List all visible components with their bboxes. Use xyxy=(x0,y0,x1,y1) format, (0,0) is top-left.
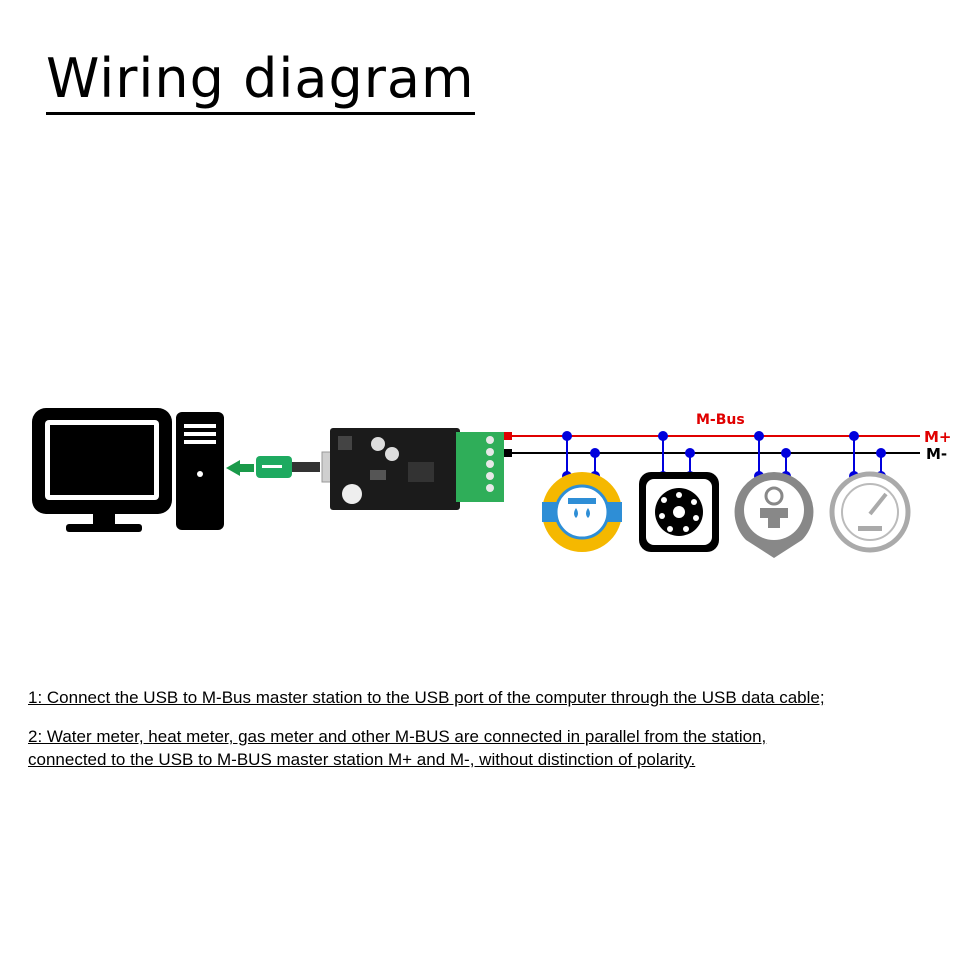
note-2: 2: Water meter, heat meter, gas meter an… xyxy=(28,727,767,746)
bus-title: M-Bus xyxy=(696,412,745,428)
m-minus-label: M- xyxy=(926,445,947,463)
note-3: connected to the USB to M-BUS master sta… xyxy=(28,750,696,769)
computer-icon xyxy=(32,408,224,532)
usb-mbus-module xyxy=(321,428,504,510)
page-title: Wiring diagram xyxy=(46,52,475,115)
water-meter-icon xyxy=(542,472,622,552)
m-plus-label: M+ xyxy=(924,428,952,446)
usb-cable-icon xyxy=(226,456,320,478)
heat-meter-icon xyxy=(639,472,719,552)
wiring-diagram: M-Bus M+ M- xyxy=(0,390,968,580)
instructions: 1: Connect the USB to M-Bus master stati… xyxy=(28,686,948,787)
bus-taps xyxy=(562,431,886,481)
pressure-gauge-icon xyxy=(829,471,911,553)
note-1: 1: Connect the USB to M-Bus master stati… xyxy=(28,688,825,707)
gas-meter-icon xyxy=(734,472,814,558)
